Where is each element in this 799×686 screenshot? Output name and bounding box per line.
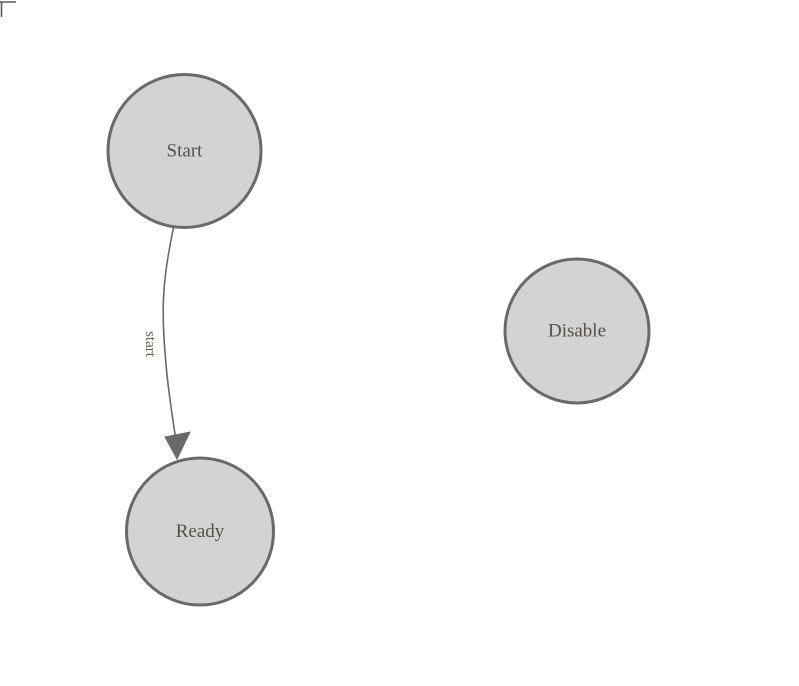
node-ready-circle[interactable]	[125, 456, 275, 607]
node-start[interactable]: Start	[106, 73, 263, 229]
node-start-label: Start	[167, 141, 204, 162]
node-ready-label: Ready	[176, 521, 225, 542]
edge-start-to-ready[interactable]: start	[142, 227, 191, 461]
edge-label-start: start	[142, 331, 158, 358]
arrowhead-icon	[164, 431, 191, 461]
node-disable[interactable]: Disable	[503, 257, 651, 405]
node-ready[interactable]: Ready	[125, 456, 275, 607]
crop-corner-bracket-icon	[0, 1, 16, 17]
node-disable-circle[interactable]	[503, 257, 651, 405]
node-disable-label: Disable	[548, 321, 606, 342]
edge-path	[162, 227, 178, 448]
node-start-circle[interactable]	[106, 73, 263, 229]
